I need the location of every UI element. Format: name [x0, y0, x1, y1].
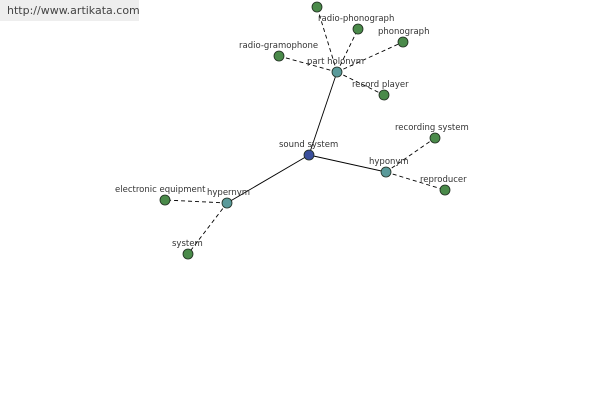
node-relation-hypernym[interactable]: [221, 197, 233, 209]
node-label-leaf-radio-phonograph: radio-phonograph: [318, 14, 394, 24]
edge-hypernym-leaf: [187, 202, 228, 255]
node-leaf-reproducer[interactable]: [439, 184, 451, 196]
node-label-relation-part-holonym: part holonym: [307, 57, 364, 67]
edge-part-holonym: [308, 71, 338, 156]
node-leaf-phonograph[interactable]: [397, 36, 409, 48]
node-leaf-system[interactable]: [182, 248, 194, 260]
node-leaf-recording-system[interactable]: [429, 132, 441, 144]
edge-hyponym: [308, 154, 387, 173]
edge-hyponym-leaf: [385, 137, 436, 173]
edge-hyponym-leaf: [385, 171, 446, 191]
edge-part-holonym-leaf: [336, 71, 385, 96]
node-label-leaf-phonograph: phonograph: [378, 27, 429, 37]
node-label-leaf-electronic-equipment: electronic equipment: [115, 185, 206, 195]
source-url-text[interactable]: http://www.artikata.com: [7, 4, 140, 17]
node-leaf-electronic-equipment[interactable]: [159, 194, 171, 206]
edge-part-holonym-leaf: [316, 6, 338, 73]
edge-part-holonym-leaf: [278, 55, 338, 73]
edge-hypernym-leaf: [164, 199, 228, 204]
edge-part-holonym-leaf: [336, 41, 404, 73]
node-leaf-radio-phonograph[interactable]: [352, 23, 364, 35]
node-leaf-unlabeled-0[interactable]: [311, 1, 323, 13]
edges-layer: [164, 6, 446, 255]
edge-hypernym: [226, 154, 310, 204]
node-label-relation-hypernym: hypernym: [207, 188, 250, 198]
node-relation-hyponym[interactable]: [380, 166, 392, 178]
edge-part-holonym-leaf: [336, 28, 359, 73]
source-url-bar: http://www.artikata.com: [0, 0, 140, 21]
node-label-center: sound system: [279, 140, 338, 150]
node-label-relation-hyponym: hyponym: [369, 157, 409, 167]
node-label-leaf-record-player: record player: [352, 80, 409, 90]
node-leaf-record-player[interactable]: [378, 89, 390, 101]
node-label-leaf-reproducer: reproducer: [420, 175, 467, 185]
node-label-leaf-recording-system: recording system: [395, 123, 469, 133]
node-center[interactable]: [303, 149, 315, 161]
labels-layer: sound system part holonym radio-phonograph…: [115, 14, 469, 249]
node-relation-part-holonym[interactable]: [331, 66, 343, 78]
node-label-leaf-system: system: [172, 239, 203, 249]
nodes-layer: [159, 1, 451, 260]
node-leaf-radio-gramophone[interactable]: [273, 50, 285, 62]
node-label-leaf-radio-gramophone: radio-gramophone: [239, 41, 318, 51]
